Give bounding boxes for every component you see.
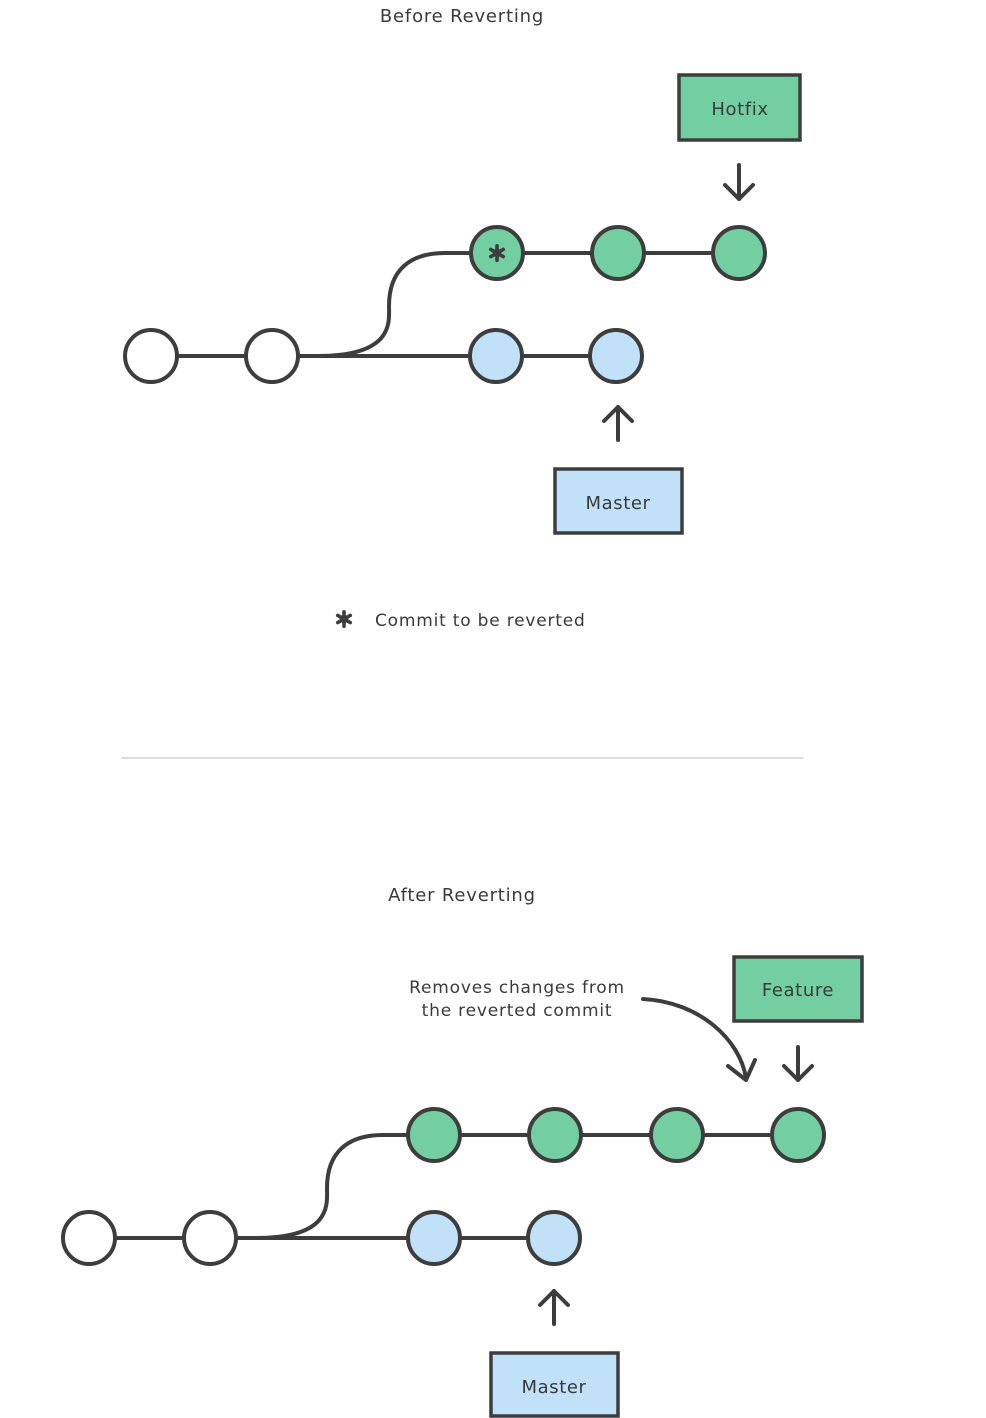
master-pointer: Master (553, 405, 684, 535)
master-commit-node (468, 328, 524, 384)
hotfix-box (677, 73, 802, 142)
hotfix-commit-node (711, 225, 767, 281)
revert-commit-node (649, 1107, 705, 1163)
curved-arrow-icon (641, 997, 757, 1082)
feature-label: Feature (762, 980, 834, 1001)
master-box (489, 1351, 620, 1418)
before-commits (123, 225, 767, 384)
feature-commit-node (406, 1107, 462, 1163)
feature-box (732, 955, 864, 1023)
master-commit-node (526, 1210, 582, 1266)
legend-text: Commit to be reverted (375, 611, 586, 631)
master-commit-node (588, 328, 644, 384)
arrow-up-icon (538, 1289, 570, 1326)
annotation-line-1: Removes changes from (409, 978, 625, 998)
commit-node (61, 1210, 117, 1266)
legend: Commit to be reverted (335, 610, 585, 631)
hotfix-pointer: Hotfix (677, 73, 802, 201)
arrow-down-icon (782, 1045, 814, 1082)
after-title: After Reverting (388, 885, 536, 906)
before-branch-lines (149, 251, 742, 358)
feature-branch-line (254, 1133, 800, 1240)
master-label: Master (585, 493, 650, 514)
asterisk-icon (335, 610, 353, 628)
master-label: Master (521, 1377, 586, 1398)
hotfix-commit-node (590, 225, 646, 281)
feature-commit-node (527, 1107, 583, 1163)
feature-commit-node (770, 1107, 826, 1163)
arrow-up-icon (602, 405, 634, 442)
after-commits (61, 1107, 826, 1266)
commit-node (123, 328, 179, 384)
arrow-down-icon (723, 163, 755, 201)
master-pointer: Master (489, 1289, 620, 1418)
master-commit-node (406, 1210, 462, 1266)
after-branch-lines (87, 1133, 800, 1240)
master-box (553, 467, 684, 535)
before-title: Before Reverting (380, 6, 544, 27)
hotfix-label: Hotfix (711, 99, 768, 120)
commit-node (244, 328, 300, 384)
revert-annotation: Removes changes from the reverted commit (409, 978, 757, 1082)
after-section: After Reverting Removes changes from the… (61, 885, 864, 1418)
annotation-line-2: the reverted commit (422, 1001, 613, 1021)
before-section: Before Reverting Hotfix (123, 6, 802, 631)
hotfix-branch-line (316, 251, 742, 358)
feature-pointer: Feature (732, 955, 864, 1082)
commit-node (182, 1210, 238, 1266)
